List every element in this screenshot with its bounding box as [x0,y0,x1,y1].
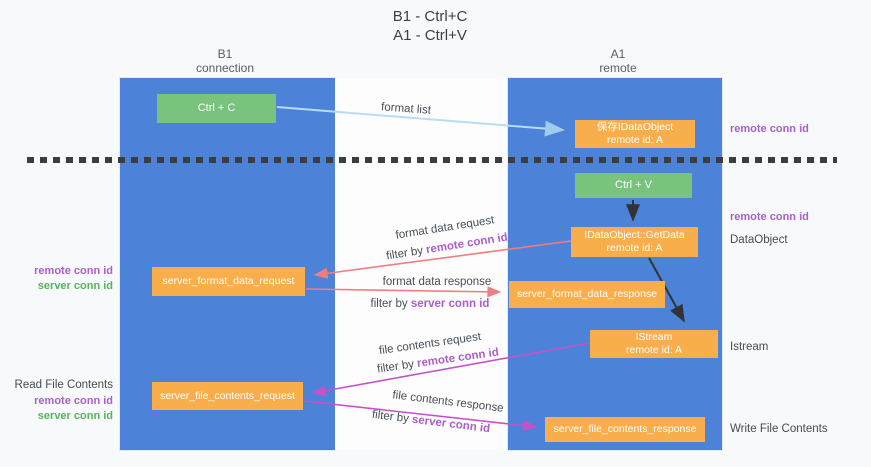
ctrl-v-label: Ctrl + V [615,179,652,191]
server-conn-id-key: server conn id [410,298,490,310]
title-line-2: A1 - Ctrl+V [393,27,467,44]
left-label-server-conn-id-2: server conn id [37,410,113,422]
filter-prefix: filter by [370,298,411,310]
server-format-data-request-label: server_format_data_request [162,275,295,287]
save-idataobject-line2: remote id: A [606,134,664,146]
server-file-contents-request-box: server_file_contents_request [152,382,303,410]
session-separator-dashed-line [27,157,837,163]
getdata-line2: remote id: A [606,242,663,254]
ctrl-v-box: Ctrl + V [575,173,692,198]
right-label-dataobject: DataObject [730,234,788,246]
server-file-contents-response-label: server_file_contents_response [553,423,697,435]
istream-box: IStream remote id: A [590,330,718,358]
annotation-format-data-response: format data response [382,276,492,288]
lane-header-b1: B1 connection [165,47,285,75]
idataobject-getdata-box: IDataObject::GetData remote id: A [571,227,698,257]
server-format-data-response-label: server_format_data_response [516,288,658,300]
left-label-remote-conn-id-2: remote conn id [34,395,113,407]
server-format-data-request-box: server_format_data_request [152,267,305,296]
save-idataobject-box: 保存IDataObject remote id: A [575,120,695,148]
lane-a1-subtitle: remote [599,61,637,75]
getdata-line1: IDataObject::GetData [584,229,685,241]
save-idataobject-line1: 保存IDataObject [596,121,674,133]
right-label-remote-conn-id-2: remote conn id [730,211,809,223]
annotation-filter-by-server-conn-id-1: filter by server conn id [360,298,500,310]
right-label-remote-conn-id-1: remote conn id [730,123,809,135]
server-file-contents-request-label: server_file_contents_request [160,389,295,402]
right-label-write-file-contents: Write File Contents [730,423,828,435]
ctrl-c-box: Ctrl + C [157,94,276,123]
left-label-read-file-contents: Read File Contents [14,379,113,391]
diagram-title: B1 - Ctrl+C A1 - Ctrl+V [330,7,530,45]
lane-b1-subtitle: connection [195,61,255,75]
server-file-contents-response-box: server_file_contents_response [545,417,705,442]
ctrl-c-label: Ctrl + C [197,102,236,114]
server-format-data-response-box: server_format_data_response [509,281,665,308]
left-label-server-conn-id-1: server conn id [37,280,113,292]
title-line-1: B1 - Ctrl+C [392,8,468,25]
lane-a1-name: A1 [610,47,626,61]
right-label-istream: Istream [730,341,769,353]
istream-line1: IStream [635,331,673,343]
istream-line2: remote id: A [625,344,683,356]
left-label-remote-conn-id-1: remote conn id [34,265,113,277]
lane-header-a1: A1 remote [558,47,678,75]
lane-b1-name: B1 [217,47,233,61]
